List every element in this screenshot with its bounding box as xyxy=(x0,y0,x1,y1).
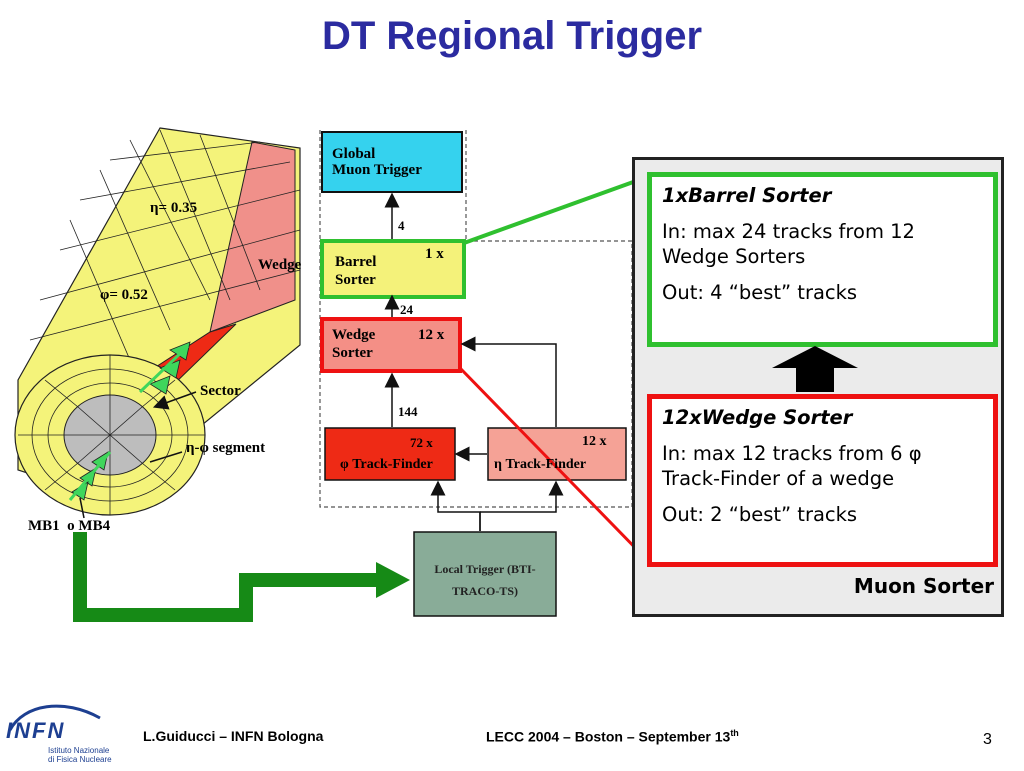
local-line2: TRACO-TS) xyxy=(451,584,518,598)
up-arrow-icon xyxy=(772,346,858,392)
mb-label: MB1 o MB4 xyxy=(28,518,111,534)
sector-label: Sector xyxy=(200,383,241,399)
segment-label: η-φ segment xyxy=(186,440,266,456)
eta-label: η= 0.35 xyxy=(150,200,198,216)
wedge-label: Wedge xyxy=(258,257,302,273)
wedge-connector xyxy=(458,366,652,565)
barrel-sorter-input: In: max 24 tracks from 12 Wedge Sorters xyxy=(662,219,915,269)
barrel-sorter-output: Out: 4 “best” tracks xyxy=(662,281,858,305)
flowchart xyxy=(319,130,633,617)
wedge-line2: Sorter xyxy=(332,345,373,361)
barrel-sorter-label: Barrel Sorter xyxy=(335,253,376,289)
infn-logo-subtitle: Istituto Nazionale di Fisica Nucleare xyxy=(48,746,112,764)
wedge-sorter-label: Wedge Sorter xyxy=(332,326,375,362)
muon-sorter-label: Muon Sorter xyxy=(853,574,994,598)
wedge-sorter-heading: 12xWedge Sorter xyxy=(662,406,853,429)
wedge-sorter-output: Out: 2 “best” tracks xyxy=(662,503,858,527)
wedge-line1: Wedge xyxy=(332,327,376,343)
local-line1: Local Trigger (BTI- xyxy=(434,562,536,576)
barrel-line1: Barrel xyxy=(335,254,377,270)
local-trigger-label: Local Trigger (BTI- TRACO-TS) xyxy=(414,558,556,602)
phi-tf-label: φ Track-Finder xyxy=(340,457,433,472)
page-number: 3 xyxy=(983,731,992,748)
global-line1: Global xyxy=(332,146,376,162)
phi-label: φ= 0.52 xyxy=(100,287,148,303)
wedge-sorter-info: 12xWedge Sorter In: max 12 tracks from 6… xyxy=(647,394,998,567)
page-title: DT Regional Trigger xyxy=(321,14,703,58)
barrel-line2: Sorter xyxy=(335,272,376,288)
footer-conference-sup: th xyxy=(730,728,739,738)
global-line2: Muon Trigger xyxy=(332,162,422,178)
green-flow-arrow xyxy=(73,532,410,622)
barrel-mult: 1 x xyxy=(425,246,444,262)
infn-logo: INFN Istituto Nazionale di Fisica Nuclea… xyxy=(4,696,124,766)
global-muon-trigger-label: Global Muon Trigger xyxy=(332,146,422,178)
count-24: 24 xyxy=(400,302,413,317)
infn-logo-mark xyxy=(8,704,101,731)
eta-tf-label: η Track-Finder xyxy=(494,457,587,472)
wedge-mult: 12 x xyxy=(418,327,445,343)
infn-logo-text: INFN xyxy=(6,718,66,743)
barrel-sorter-info: 1xBarrel Sorter In: max 24 tracks from 1… xyxy=(647,172,998,347)
footer-conference: LECC 2004 – Boston – September 13th xyxy=(486,728,739,745)
count-144: 144 xyxy=(398,404,418,419)
footer-author: L.Guiducci – INFN Bologna xyxy=(143,728,324,744)
infn-logo-sub1: Istituto Nazionale xyxy=(48,746,110,755)
eta-tf-mult: 12 x xyxy=(582,434,607,449)
phi-tf-mult: 72 x xyxy=(410,435,433,450)
detector-drawing xyxy=(14,127,301,519)
barrel-sorter-heading: 1xBarrel Sorter xyxy=(662,184,832,207)
barrel-connector xyxy=(463,174,651,245)
wedge-sorter-input: In: max 12 tracks from 6 φ Track-Finder … xyxy=(662,441,922,491)
count-4: 4 xyxy=(398,218,405,233)
infn-logo-sub2: di Fisica Nucleare xyxy=(48,755,112,764)
footer-conference-text: LECC 2004 – Boston – September 13 xyxy=(486,728,731,745)
